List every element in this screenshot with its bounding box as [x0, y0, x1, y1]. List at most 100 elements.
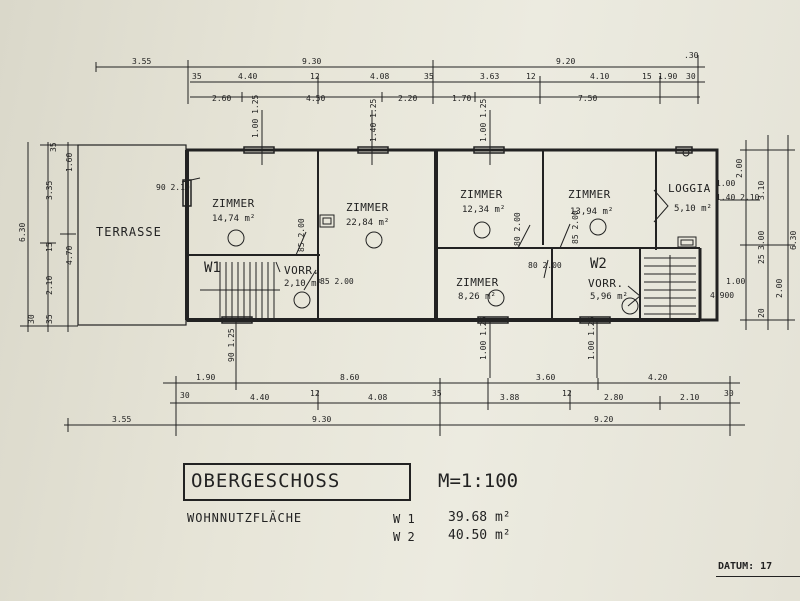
dim-text: 8.60 — [340, 373, 359, 382]
window-dim: 90 1.25 — [227, 328, 236, 362]
dim-text: 2.60 — [212, 94, 231, 103]
title-box — [183, 463, 411, 501]
dim-text: 15 — [642, 72, 652, 81]
dim-text: 6.30 — [18, 223, 27, 242]
room-name: ZIMMER — [346, 201, 389, 214]
dim-text: 1.00 — [726, 277, 745, 286]
door-dim: 1.40 2.10 — [716, 193, 760, 202]
dim-text: 2.00 — [735, 159, 744, 178]
room-area: 5,10 m² — [674, 204, 712, 214]
unit-tag-w2: W2 — [590, 256, 607, 272]
dim-text: 3.63 — [480, 72, 499, 81]
dim-text: 3.55 — [112, 415, 131, 424]
dim-text: 12 — [310, 389, 320, 398]
stair-w1 — [200, 261, 281, 318]
datum-underline — [716, 576, 800, 577]
dim-text: 30 — [27, 314, 36, 324]
dim-text: 35 — [424, 72, 434, 81]
dim-text: 35 — [45, 314, 54, 324]
dim-text: 35 — [49, 142, 58, 152]
window-1 — [243, 146, 275, 154]
dim-text: 2.10 — [45, 276, 54, 295]
unit-name: W 2 — [393, 530, 415, 544]
doors — [181, 177, 669, 307]
dim-text: 30 — [686, 72, 696, 81]
windows — [182, 146, 693, 324]
floor-drain — [227, 229, 245, 247]
room-area: 5,96 m² — [590, 292, 628, 302]
room-name: VORR. — [284, 264, 320, 277]
dim-text: 35 — [432, 389, 442, 398]
unit-area: 40.50 m² — [448, 528, 511, 543]
dim-text: .30 — [684, 51, 699, 60]
floor-area-label: WOHNNUTZFLÄCHE — [187, 511, 303, 525]
dim-text: 2.00 — [775, 279, 784, 298]
window-dim: 1.00 1.25 — [587, 316, 596, 360]
dim-text: 3.35 — [45, 181, 54, 200]
window-3 — [473, 146, 505, 154]
plan-title: OBERGESCHOSS — [191, 470, 341, 492]
terrace-door — [182, 179, 192, 207]
dim-text: 3.88 — [500, 393, 519, 402]
dimension-lines — [20, 55, 795, 436]
door-dim: 90 2.10 — [156, 183, 190, 192]
dim-text: 15 — [45, 242, 54, 252]
door-dim: 1.00 — [716, 179, 735, 188]
dim-text: 4.10 — [590, 72, 609, 81]
room-area: 8,26 m² — [458, 292, 496, 302]
dim-text: 4.08 — [368, 393, 387, 402]
dim-text: 20 — [757, 308, 766, 318]
dim-text: 30 — [180, 391, 190, 400]
dim-text: 4.50 — [306, 94, 325, 103]
dim-text: 1.60 — [65, 153, 74, 172]
dim-text: 9.20 — [556, 57, 575, 66]
dim-text: 30 — [724, 389, 734, 398]
room-name: LOGGIA — [668, 182, 711, 195]
window-dim: 1.00 1.25 — [479, 98, 488, 142]
dim-text: 2.80 — [604, 393, 623, 402]
room-area: 12,34 m² — [462, 205, 505, 215]
unit-tag-w1: W1 — [204, 260, 221, 276]
door-dim: 85 2.00 — [571, 210, 580, 244]
door-dim: 85 2.00 — [320, 277, 354, 286]
window-7 — [579, 316, 611, 324]
room-name: ZIMMER — [460, 188, 503, 201]
room-name: VORR. — [588, 277, 624, 290]
room-area: 13,94 m² — [570, 207, 613, 217]
dim-text: 12 — [310, 72, 320, 81]
window-dim: 1.00 1.25 — [251, 94, 260, 138]
plan-scale: M=1:100 — [438, 470, 519, 492]
datum-label: DATUM: 17 — [718, 561, 773, 572]
dimension-numbers: 3.55 9.30 9.20 .30 35 4.40 12 4.08 35 3.… — [18, 51, 798, 424]
room-name: ZIMMER — [212, 197, 255, 210]
dim-text: 4.900 — [710, 291, 734, 300]
stair-w2 — [644, 255, 696, 318]
room-area: 2,10 m² — [284, 279, 322, 289]
window-6 — [477, 316, 509, 324]
fixtures — [227, 149, 697, 315]
dim-text: 35 — [192, 72, 202, 81]
dim-text: 3.55 — [132, 57, 151, 66]
window-5 — [221, 316, 253, 324]
door-dim: 80 2.00 — [513, 212, 522, 246]
terrace-label: TERRASSE — [96, 225, 162, 239]
dim-text: 6.30 — [789, 231, 798, 250]
room-area: 22,84 m² — [346, 218, 389, 228]
room-labels: TERRASSE ZIMMER 14,74 m² ZIMMER 22,84 m²… — [96, 182, 712, 302]
dim-text: 4.08 — [370, 72, 389, 81]
dim-text: 4.20 — [648, 373, 667, 382]
room-area: 14,74 m² — [212, 214, 255, 224]
dim-text: 12 — [562, 389, 572, 398]
dim-text: 4.40 — [238, 72, 257, 81]
door-dim: 85 2.00 — [297, 218, 306, 252]
dim-text: 2.10 — [680, 393, 699, 402]
unit-area: 39.68 m² — [448, 510, 511, 525]
window-2 — [357, 146, 389, 154]
dim-text: 3.00 — [757, 231, 766, 250]
unit-name: W 1 — [393, 512, 415, 526]
window-dim: 1.00 1.25 — [479, 316, 488, 360]
dim-text: 9.30 — [302, 57, 321, 66]
dim-text: 9.30 — [312, 415, 331, 424]
dim-text: 1.90 — [658, 72, 677, 81]
